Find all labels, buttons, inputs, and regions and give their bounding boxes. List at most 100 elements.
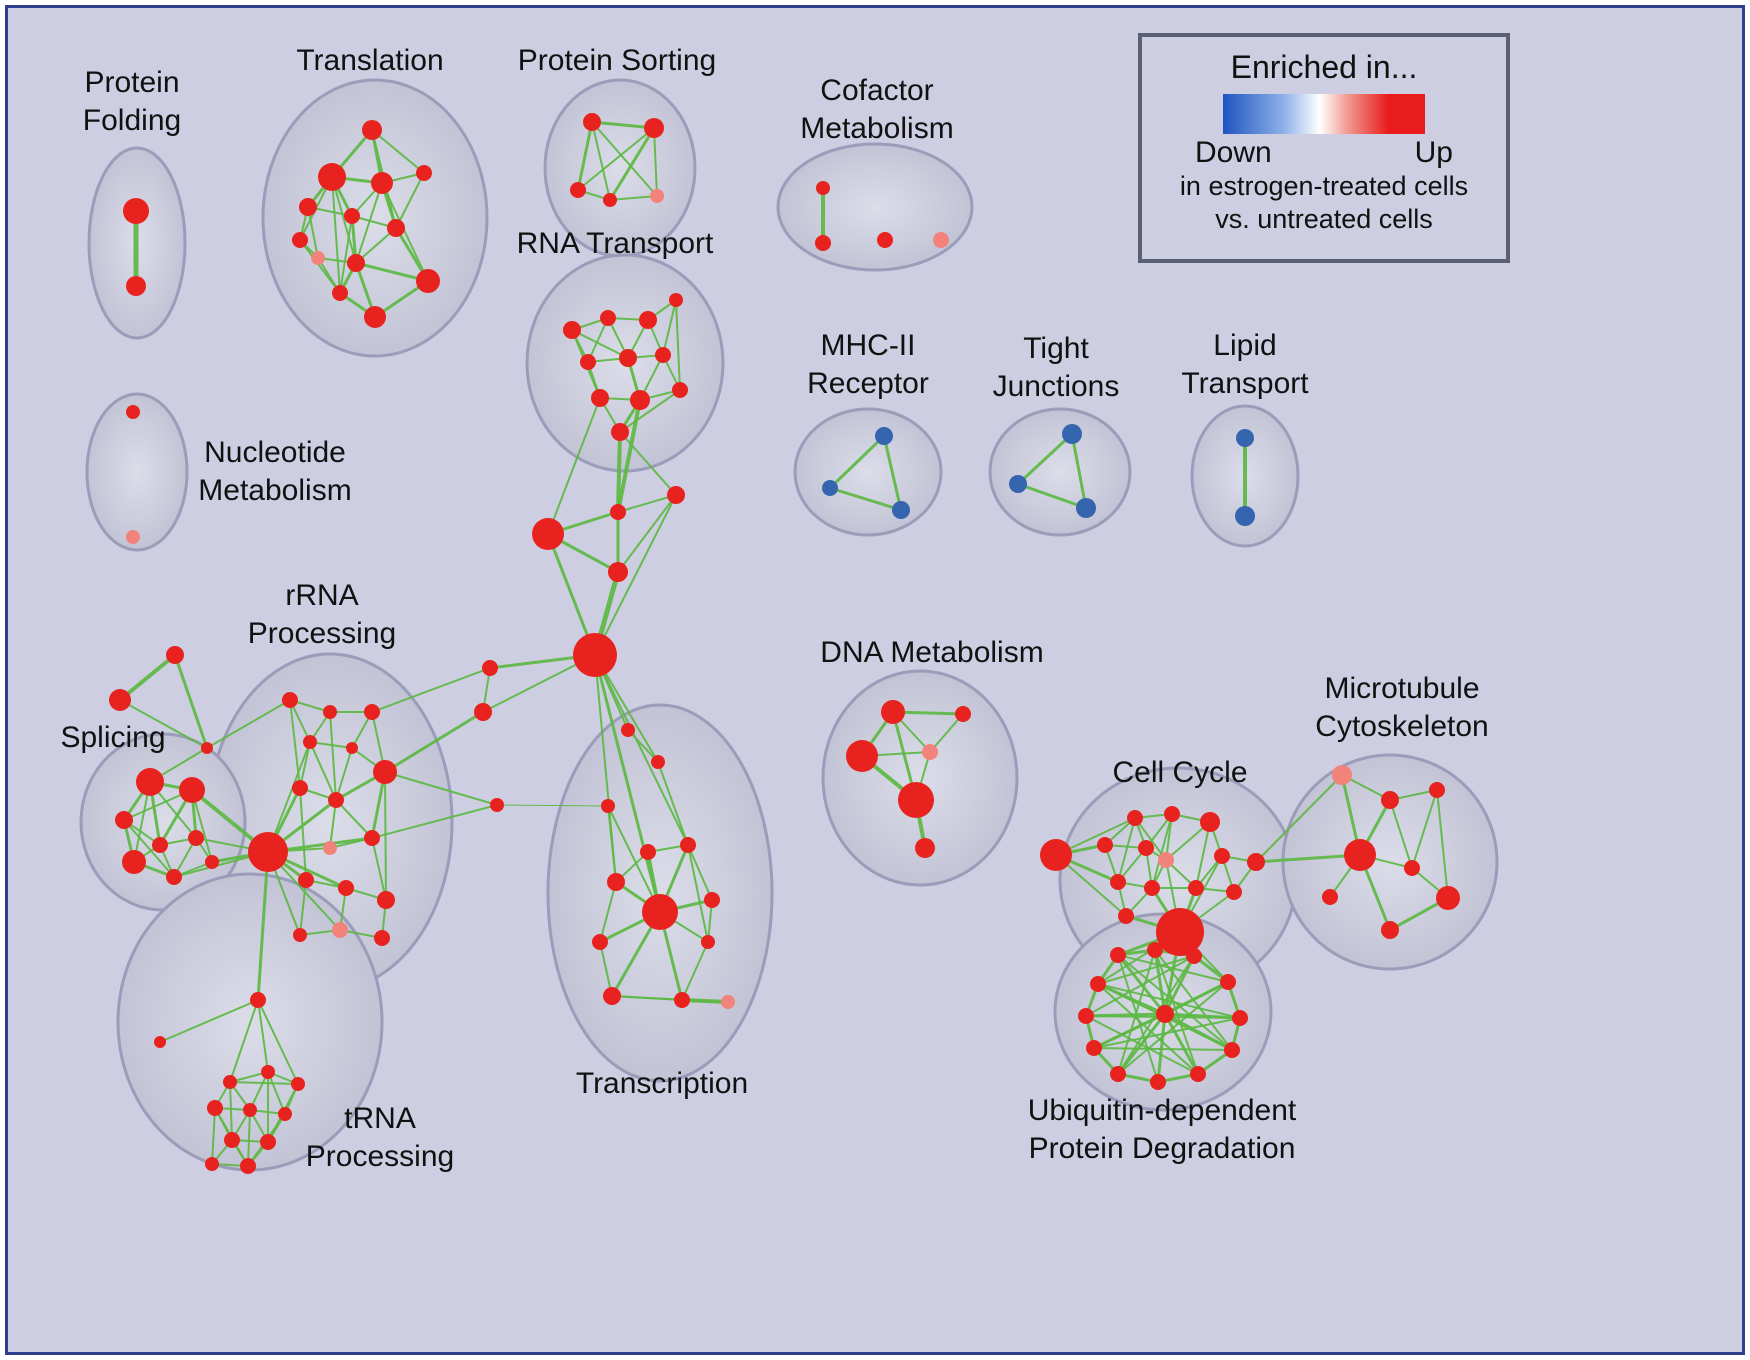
network-edge xyxy=(211,1107,216,1165)
network-node xyxy=(122,850,146,874)
network-edge xyxy=(257,999,269,1073)
cluster-ellipse-transcription xyxy=(546,703,774,1083)
network-edge xyxy=(371,667,491,713)
network-node xyxy=(1235,506,1255,526)
network-node xyxy=(1332,765,1352,785)
network-edge xyxy=(229,999,259,1083)
network-edge xyxy=(577,127,655,191)
network-edge xyxy=(591,121,658,197)
network-edge xyxy=(607,805,661,913)
network-node xyxy=(248,832,288,872)
network-edge xyxy=(1254,853,1362,864)
network-node xyxy=(591,389,609,407)
network-node xyxy=(318,163,346,191)
network-node xyxy=(1344,839,1376,871)
network-edge xyxy=(496,804,609,807)
network-edge xyxy=(1092,1012,1167,1050)
network-edge xyxy=(118,653,177,702)
network-edge xyxy=(206,699,291,749)
network-node xyxy=(347,254,365,272)
network-node xyxy=(1062,424,1082,444)
legend-subtitle-line1: in estrogen-treated cells xyxy=(1179,171,1469,201)
network-node xyxy=(639,311,657,329)
cluster-label-splicing: Splicing xyxy=(60,721,165,754)
network-node xyxy=(822,480,838,496)
network-node xyxy=(364,704,380,720)
network-node xyxy=(490,798,504,812)
network-edge xyxy=(256,850,270,1002)
network-edge xyxy=(675,299,681,391)
network-node xyxy=(126,530,140,544)
network-node xyxy=(1429,782,1445,798)
network-node xyxy=(815,235,831,251)
network-edge xyxy=(229,1081,233,1141)
network-node xyxy=(680,837,696,853)
network-node xyxy=(1436,886,1460,910)
network-edge xyxy=(1154,949,1199,1075)
network-node xyxy=(126,405,140,419)
network-node xyxy=(1156,1005,1174,1023)
network-edge xyxy=(395,172,425,229)
network-node xyxy=(298,872,314,888)
network-node xyxy=(152,837,168,853)
network-node xyxy=(416,165,432,181)
network-edge xyxy=(371,129,425,174)
network-node xyxy=(223,1075,237,1089)
network-node xyxy=(640,844,656,860)
network-node xyxy=(261,1065,275,1079)
legend-scale-labels: Down Up xyxy=(1195,136,1453,170)
cluster-label-rna-transport: RNA Transport xyxy=(517,227,714,260)
cluster-label-dna-metabolism: DNA Metabolism xyxy=(820,636,1043,669)
network-edge xyxy=(1117,949,1156,1075)
network-edge xyxy=(576,120,594,192)
network-node xyxy=(1200,812,1220,832)
network-node xyxy=(721,995,735,1009)
network-node xyxy=(416,269,440,293)
network-node xyxy=(482,660,498,676)
network-node xyxy=(299,198,317,216)
network-node xyxy=(892,501,910,519)
network-edge xyxy=(617,494,677,513)
network-node xyxy=(278,1107,292,1121)
cluster-label-protein-sorting: Protein Sorting xyxy=(518,44,716,77)
network-node xyxy=(1186,948,1202,964)
legend-subtitle-line2: vs. untreated cells xyxy=(1215,204,1433,234)
network-node xyxy=(1097,837,1113,853)
network-node xyxy=(328,792,344,808)
network-node xyxy=(603,193,617,207)
network-node xyxy=(1147,942,1163,958)
network-edge xyxy=(1117,817,1136,883)
network-edge xyxy=(1097,983,1199,1075)
network-edge xyxy=(267,1071,286,1115)
network-edge xyxy=(173,653,209,750)
network-edge xyxy=(257,999,299,1085)
network-edge xyxy=(662,299,677,356)
legend-down-label: Down xyxy=(1195,136,1272,169)
network-edge xyxy=(299,879,307,936)
network-node xyxy=(933,232,949,248)
network-edge xyxy=(383,710,485,774)
network-edge xyxy=(309,741,353,749)
network-edge xyxy=(381,182,429,282)
network-node xyxy=(619,349,637,367)
network-edge xyxy=(687,844,709,943)
network-edge xyxy=(571,329,629,359)
network-node xyxy=(243,1103,257,1117)
network-node xyxy=(377,891,395,909)
network-node xyxy=(1158,852,1174,868)
network-node xyxy=(642,894,678,930)
network-node xyxy=(1078,1008,1094,1024)
network-edge xyxy=(619,431,677,496)
layer-nodes xyxy=(109,113,1460,1174)
network-node xyxy=(1220,974,1236,990)
network-node xyxy=(644,118,664,138)
network-node xyxy=(109,689,131,711)
network-node xyxy=(580,354,596,370)
network-node xyxy=(1224,1042,1240,1058)
network-node xyxy=(224,1132,240,1148)
